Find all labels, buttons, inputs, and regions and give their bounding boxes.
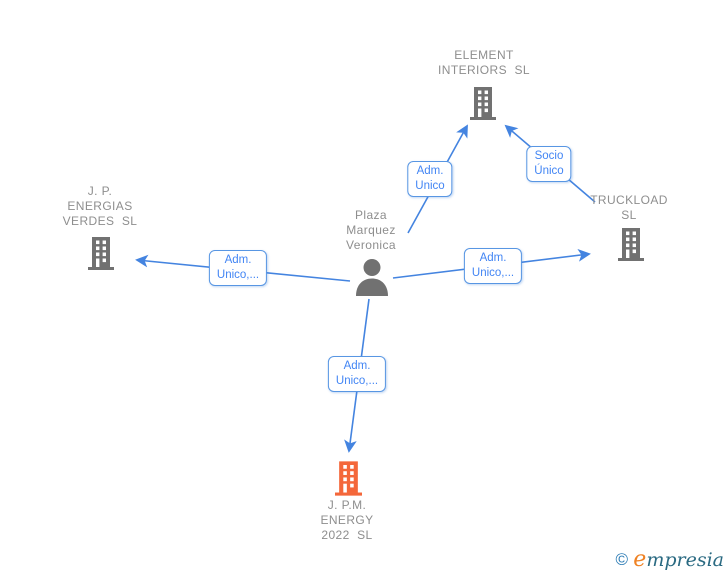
building-icon[interactable]	[618, 228, 644, 261]
person-icon[interactable]	[353, 257, 391, 296]
building-icon[interactable]	[88, 237, 114, 270]
edge-label-adm-unico-top: Adm. Unico	[407, 161, 453, 197]
node-label-truckload[interactable]: TRUCKLOAD SL	[590, 193, 668, 222]
node-label-element-interiors[interactable]: ELEMENT INTERIORS SL	[438, 48, 530, 77]
node-label-jpm-energy[interactable]: J. P.M. ENERGY 2022 SL	[320, 498, 374, 542]
brand-initial: e	[633, 547, 647, 572]
edge-label-adm-unico-bottom: Adm. Unico,...	[327, 356, 387, 392]
edge-label-adm-unico-left: Adm. Unico,...	[208, 250, 268, 286]
copyright-icon: ©	[615, 550, 629, 569]
building-icon[interactable]	[470, 87, 496, 120]
node-label-person[interactable]: Plaza Marquez Veronica	[346, 208, 396, 252]
brand-rest: mpresia	[646, 549, 724, 571]
edge-label-socio-unico: Socio Único	[526, 146, 572, 182]
empresia-logo[interactable]: © empresia	[615, 547, 724, 572]
edge-label-adm-unico-right: Adm. Unico,...	[463, 248, 523, 284]
node-label-jp-energias[interactable]: J. P. ENERGIAS VERDES SL	[62, 184, 138, 228]
building-icon-highlighted[interactable]	[335, 461, 362, 496]
